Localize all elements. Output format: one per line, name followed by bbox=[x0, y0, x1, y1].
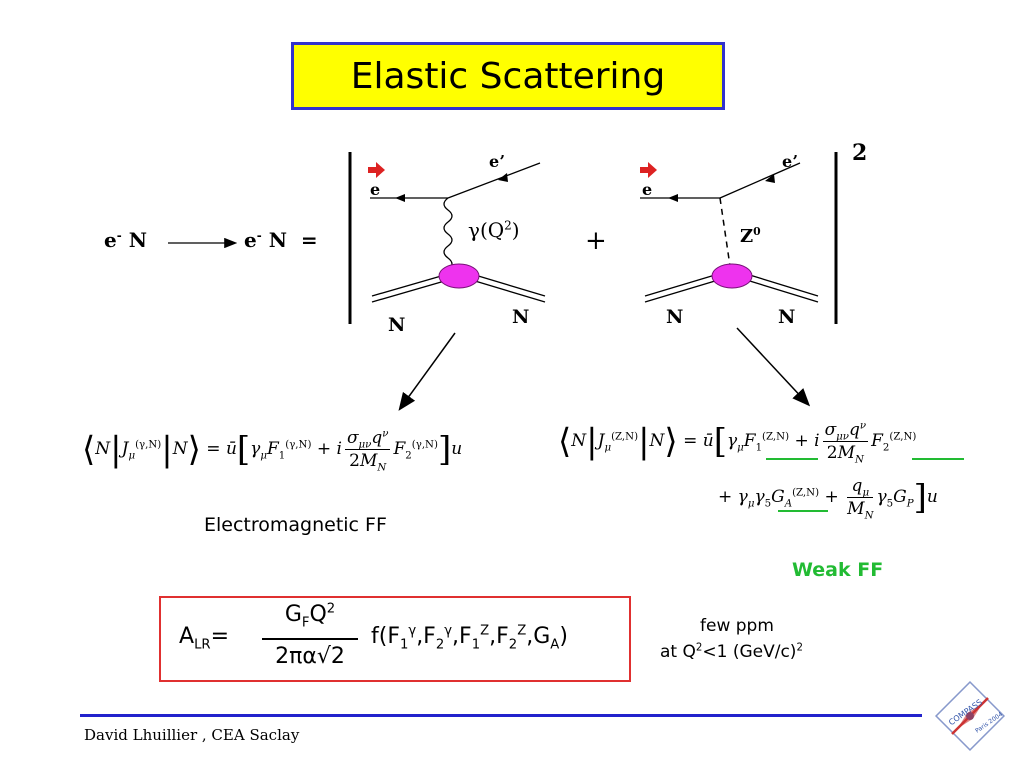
weak-nucleon-vertex bbox=[711, 263, 753, 289]
reaction-rhs: e- N = bbox=[244, 228, 318, 252]
reaction-lhs-charge: - bbox=[116, 228, 122, 243]
alr-num-sup: 2 bbox=[326, 601, 336, 617]
weak-label-e-in: e bbox=[642, 180, 653, 199]
alr-numerator: GFQ2 bbox=[262, 601, 358, 631]
weak-electron-out-line bbox=[719, 162, 801, 199]
weak-label-e-out: eʼ bbox=[782, 152, 798, 171]
few-ppm-label: few ppm bbox=[700, 616, 774, 636]
alr-lhs-symbol: A bbox=[179, 624, 195, 649]
weak-label-n-in: N bbox=[666, 306, 684, 328]
em-label-e-in: e bbox=[370, 180, 381, 199]
amplitude-plus: + bbox=[585, 226, 607, 256]
weak-diagram bbox=[640, 162, 819, 303]
em-polarization-arrow-icon bbox=[368, 162, 385, 178]
q2-range-mid: <1 (GeV/c) bbox=[702, 642, 797, 662]
weak-label-n-out: N bbox=[778, 306, 796, 328]
reaction-lhs-electron: e bbox=[104, 228, 117, 252]
em-ff-label: Electromagnetic FF bbox=[204, 514, 387, 536]
alr-num-sub: F bbox=[301, 615, 310, 631]
alr-formula-box bbox=[159, 596, 631, 682]
footer-divider bbox=[80, 714, 922, 717]
alr-fraction-bar bbox=[262, 638, 358, 640]
weak-ff-underline-ga bbox=[778, 510, 828, 512]
weak-polarization-arrow-icon bbox=[640, 162, 657, 178]
q2-range-prefix: at Q bbox=[660, 642, 696, 662]
alr-num-g: G bbox=[284, 602, 302, 627]
alr-num-q: Q bbox=[309, 602, 327, 627]
alr-equals: = bbox=[210, 624, 230, 649]
em-electron-in-arrow bbox=[395, 194, 405, 202]
em-photon-propagator bbox=[443, 197, 453, 271]
modulus-squared-power: 2 bbox=[852, 140, 868, 166]
em-label-boson: γ(Q2) bbox=[468, 218, 520, 242]
alr-lhs-sub: LR bbox=[194, 637, 211, 653]
compass-logo: COMPASS Paris 2004 bbox=[934, 680, 1006, 752]
weak-ff-underline-f2 bbox=[912, 458, 964, 460]
reaction-equals: = bbox=[300, 228, 318, 252]
alr-function: f(F1γ,F2γ,F1Z,F2Z,GA) bbox=[371, 623, 568, 653]
weak-label-boson: Z0 bbox=[740, 226, 761, 247]
q2-range-sup: 2 bbox=[695, 642, 703, 654]
em-boson-sup: 2 bbox=[504, 218, 512, 233]
em-label-n-out: N bbox=[512, 306, 530, 328]
slide-title-text: Elastic Scattering bbox=[350, 55, 666, 97]
weak-ff-underline-f1 bbox=[766, 458, 818, 460]
reaction-lhs-nucleon: N bbox=[128, 228, 147, 252]
em-nucleon-vertex bbox=[438, 263, 480, 289]
em-diagram bbox=[368, 162, 546, 303]
em-boson-close: ) bbox=[511, 218, 520, 242]
weak-boson-text: Z bbox=[740, 226, 754, 247]
weak-electron-out-arrow bbox=[765, 174, 775, 183]
footer-author: David Lhuillier , CEA Saclay bbox=[84, 726, 300, 744]
weak-z-propagator bbox=[719, 197, 731, 267]
reaction-rhs-charge: - bbox=[256, 228, 262, 243]
em-label-e-out: eʼ bbox=[489, 152, 505, 171]
weak-pointer-arrow bbox=[736, 327, 811, 407]
alr-func-open: f(F bbox=[371, 624, 400, 649]
em-electron-out-arrow bbox=[498, 173, 508, 182]
weak-ff-label: Weak FF bbox=[792, 559, 884, 581]
weak-electron-in-arrow bbox=[668, 194, 678, 202]
q2-range-label: at Q2<1 (GeV/c)2 bbox=[660, 642, 803, 662]
slide-title: Elastic Scattering bbox=[291, 42, 725, 110]
alr-denominator: 2πα√2 bbox=[275, 644, 345, 669]
em-electron-out-line bbox=[447, 162, 541, 199]
em-pointer-arrow bbox=[398, 332, 456, 411]
em-boson-text: γ(Q bbox=[468, 218, 505, 242]
q2-range-sup2: 2 bbox=[796, 642, 803, 654]
alr-lhs: ALR= bbox=[179, 624, 230, 653]
reaction-rhs-electron: e bbox=[244, 228, 257, 252]
em-label-n-in: N bbox=[388, 314, 406, 336]
reaction-rhs-nucleon: N bbox=[268, 228, 287, 252]
reaction-lhs: e- N bbox=[104, 228, 147, 252]
weak-boson-sup: 0 bbox=[753, 225, 761, 238]
